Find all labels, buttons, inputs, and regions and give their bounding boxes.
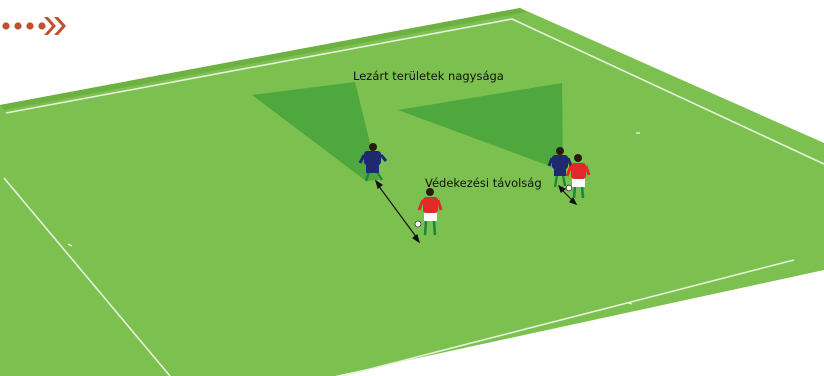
closed-zone-left: [252, 82, 379, 181]
pitch-edge-shade: [0, 8, 527, 110]
attacker-player-center: [414, 188, 443, 236]
defender-player-left: [358, 143, 388, 182]
closed-zone-right: [398, 83, 563, 168]
distance-arrow-left: [374, 179, 421, 244]
label-defending-distance: Védekezési távolság: [425, 176, 542, 190]
defender-player-right: [547, 147, 573, 188]
line-marks: [67, 132, 640, 305]
dots-chevron-logo-icon: [2, 17, 66, 35]
distance-arrow-right: [557, 184, 578, 206]
pitch-lines: [3, 18, 824, 376]
label-closed-areas: Lezárt területek nagysága: [353, 69, 504, 83]
pitch: [0, 8, 824, 376]
attacker-player-right: [565, 154, 591, 199]
